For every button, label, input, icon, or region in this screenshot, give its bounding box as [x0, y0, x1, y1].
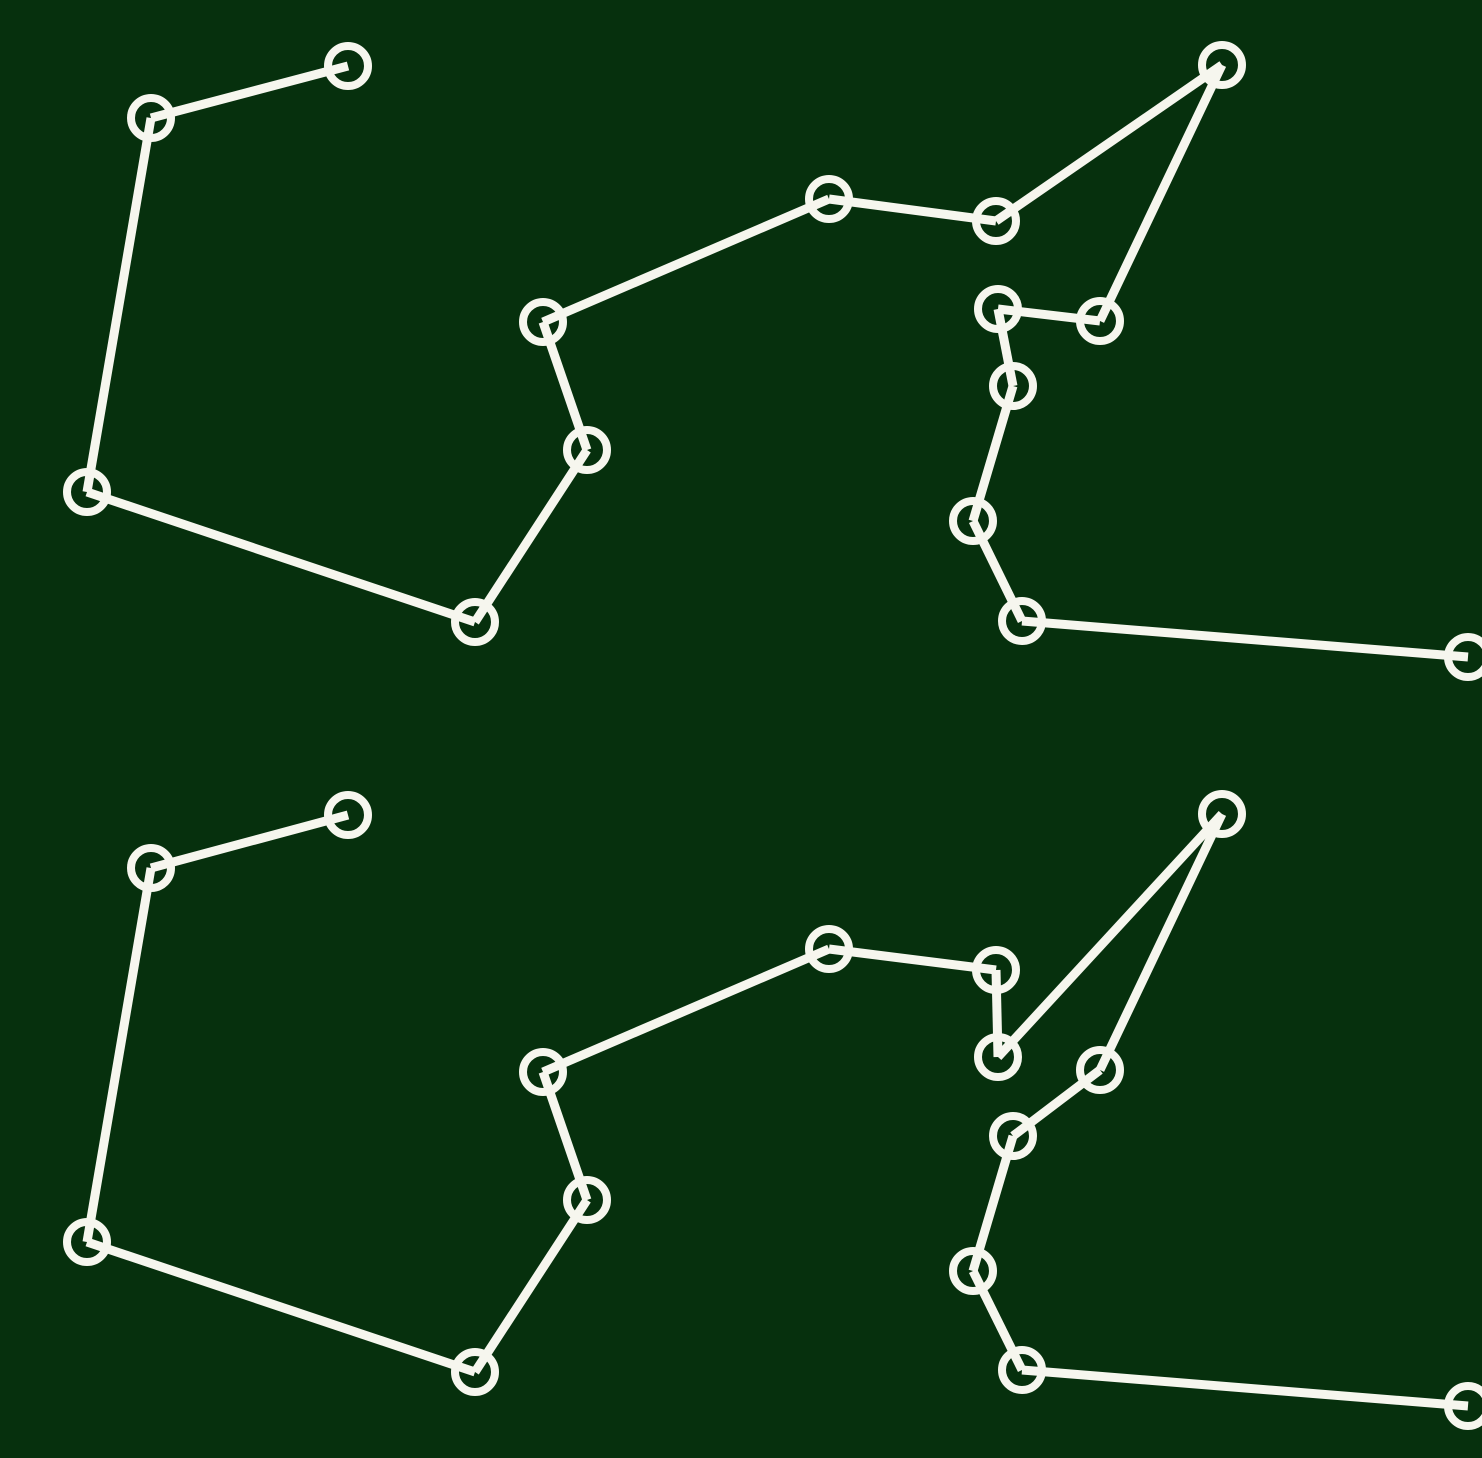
node-n14	[998, 1346, 1046, 1394]
edge-n03-n04	[85, 487, 477, 627]
node-n13	[949, 1247, 997, 1295]
node-n01	[324, 791, 372, 839]
node-n06	[519, 298, 567, 346]
edge-n09-n10	[994, 810, 1226, 1061]
edge-n06-n07	[541, 944, 831, 1077]
edge-n01-n02	[149, 810, 350, 873]
edge-n10-n11	[1095, 812, 1227, 1072]
node-n15	[1444, 1382, 1482, 1430]
node-n07	[805, 925, 853, 973]
edge-n11-n12	[993, 308, 1018, 387]
node-n07	[805, 175, 853, 223]
node-n09	[1198, 41, 1246, 89]
node-n03	[63, 1218, 111, 1266]
node-n15	[1444, 633, 1482, 681]
node-n05	[563, 1176, 611, 1224]
edge-n07-n08	[828, 944, 997, 975]
node-n04	[451, 598, 499, 646]
edge-n14-n15	[1021, 616, 1469, 662]
edge-n08-n09	[993, 61, 1225, 225]
edge-n02-n03	[82, 117, 156, 493]
edge-n01-n02	[149, 61, 350, 123]
node-n12	[989, 1112, 1037, 1160]
node-n01	[324, 42, 372, 90]
edge-n03-n04	[85, 1237, 477, 1377]
edge-n04-n05	[471, 1197, 591, 1375]
node-n10	[1076, 297, 1124, 345]
edge-n02-n03	[82, 867, 156, 1243]
node-n14	[998, 597, 1046, 645]
node-n02	[127, 94, 175, 142]
edge-n14-n15	[1021, 1365, 1469, 1411]
edge-n09-n10	[1095, 63, 1227, 323]
edge-n08-n09	[991, 969, 1003, 1058]
node-n13	[949, 497, 997, 545]
edge-n04-n05	[471, 447, 591, 625]
node-n04	[451, 1348, 499, 1396]
node-n11	[1076, 1046, 1124, 1094]
node-n05	[563, 426, 611, 474]
edge-n07-n08	[828, 194, 997, 226]
path-top	[63, 41, 1482, 681]
node-n08	[972, 197, 1020, 245]
node-n12	[989, 362, 1037, 410]
node-n11	[974, 285, 1022, 333]
node-n06	[519, 1048, 567, 1096]
node-n08	[972, 946, 1020, 994]
node-n02	[127, 844, 175, 892]
path-bottom	[63, 790, 1482, 1430]
edge-n06-n07	[541, 194, 831, 327]
node-n10	[1198, 790, 1246, 838]
node-n09	[974, 1033, 1022, 1081]
node-n03	[63, 468, 111, 516]
